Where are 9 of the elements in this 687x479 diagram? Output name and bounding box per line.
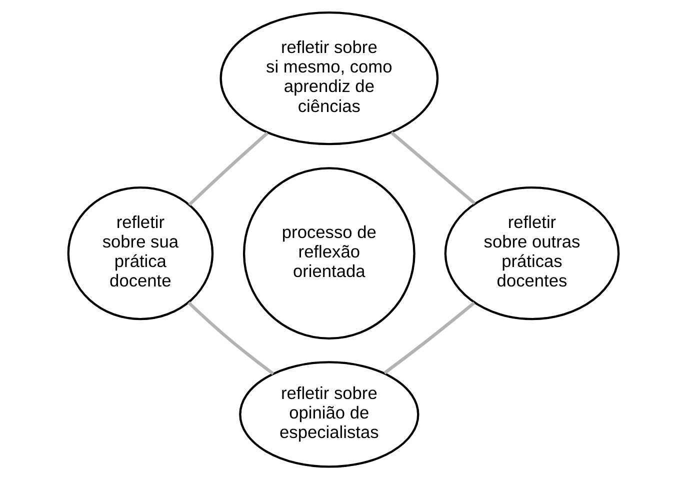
connector [188,301,274,376]
node-circle: refletir sobre sua prática docente [67,186,214,320]
connector [390,131,476,205]
node-ellipse: refletir sobre si mesmo, como aprendiz de ciências [220,12,439,146]
node-circle: processo de reflexão orientada [242,167,416,340]
connector [188,132,269,206]
connector [384,302,476,374]
node-ellipse: refletir sobre opinião de especialistas [239,361,420,468]
node-ellipse: refletir sobre outras práticas docentes [444,186,620,320]
